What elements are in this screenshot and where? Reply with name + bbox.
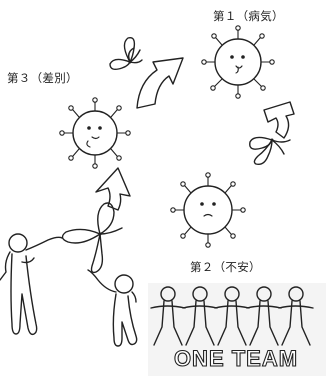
curved-arrow-icon-left xyxy=(95,167,131,211)
label-second-anxiety: 第２（不安） xyxy=(190,260,261,274)
virus-icon-discrimination xyxy=(59,97,131,169)
virus-icon-illness xyxy=(201,25,275,99)
stick-figure-icon-right xyxy=(87,269,138,347)
one-team-group: ONE TEAM xyxy=(148,283,326,376)
virus-icon-anxiety xyxy=(170,172,246,248)
scissors-icon-large xyxy=(61,202,123,274)
stick-figure-icon-left xyxy=(0,233,63,336)
scissors-icon-right xyxy=(249,136,291,166)
one-team-text: ONE TEAM xyxy=(174,346,298,371)
curved-arrow-icon-right xyxy=(263,101,295,139)
curved-arrow-icon-top xyxy=(136,57,184,109)
label-first-illness: 第１（病気） xyxy=(213,9,284,23)
scissors-icon-top xyxy=(109,37,143,71)
label-third-discrimination: 第３（差別） xyxy=(7,71,78,85)
